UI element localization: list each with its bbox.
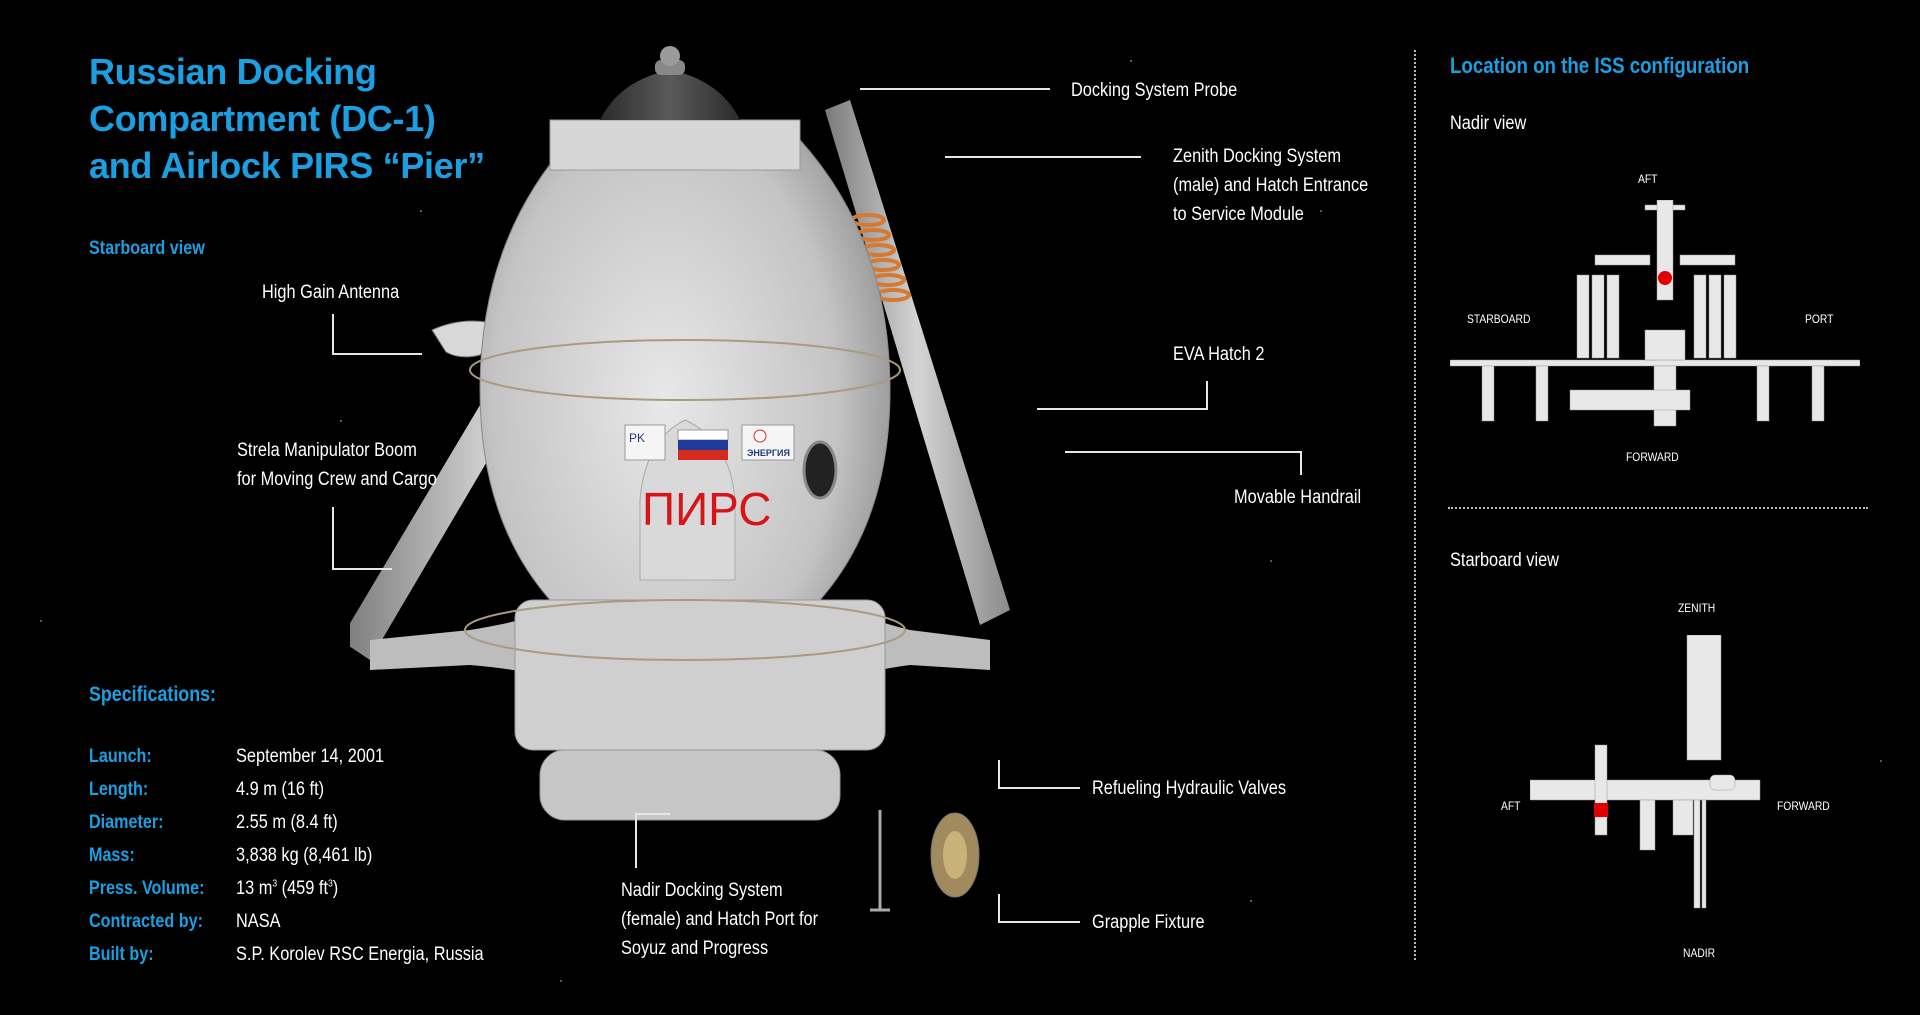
title-line-1: Russian Docking [89, 51, 377, 92]
pirs-location-marker [1658, 271, 1672, 285]
callout-zenith-docking-system: Zenith Docking System (male) and Hatch E… [1173, 146, 1369, 225]
callout-refueling-valves: Refueling Hydraulic Valves [1092, 778, 1287, 799]
callout-line-grapple-v [998, 894, 1000, 922]
svg-text:PK: PK [629, 431, 645, 445]
callout-nadir-docking-system: Nadir Docking System (female) and Hatch … [621, 880, 819, 959]
callout-docking-system-probe: Docking System Probe [1071, 80, 1238, 101]
star [160, 110, 162, 112]
star [340, 420, 342, 422]
starboard-view-label: Starboard view [1450, 550, 1559, 571]
iss-starboard-view-diagram [1530, 635, 1761, 909]
nadir-dir-starboard: STARBOARD [1467, 312, 1531, 326]
pirs-module-illustration: PK ЭНЕРГИЯ ПИРС [350, 46, 1010, 912]
spec-row-launch: Launch: September 14, 2001 [89, 745, 385, 767]
vertical-divider [1414, 50, 1416, 960]
callout-line-refuel-h [998, 787, 1080, 789]
star [560, 980, 562, 982]
star [1130, 60, 1132, 62]
location-heading: Location on the ISS configuration [1450, 53, 1750, 78]
star [1270, 560, 1272, 562]
callout-grapple-fixture: Grapple Fixture [1092, 912, 1205, 933]
spec-row-press-volume: Press. Volume: 13 m3 (459 ft3) [89, 877, 339, 899]
main-view-label: Starboard view [89, 238, 205, 259]
starboard-dir-zenith: ZENITH [1678, 601, 1716, 615]
callout-line-antenna-h [332, 353, 422, 355]
callout-high-gain-antenna: High Gain Antenna [262, 282, 400, 303]
callout-line-eva-v [1206, 381, 1208, 409]
iss-nadir-view-diagram [1450, 200, 1860, 427]
docking-probe-shape [600, 46, 740, 120]
nadir-dir-port: PORT [1805, 312, 1834, 326]
callout-line-eva-h [1037, 408, 1208, 410]
callout-line-probe [860, 88, 1050, 90]
callout-line-grapple-h [998, 921, 1080, 923]
title-line-2: Compartment (DC-1) [89, 98, 436, 139]
star [40, 620, 42, 622]
callout-line-strela-h [332, 568, 392, 570]
svg-text:ЭНЕРГИЯ: ЭНЕРГИЯ [747, 448, 790, 458]
spec-row-built-by: Built by: S.P. Korolev RSC Energia, Russ… [89, 943, 484, 965]
russian-flag [677, 429, 729, 460]
spec-row-diameter: Diameter: 2.55 m (8.4 ft) [89, 811, 338, 833]
nadir-dir-forward: FORWARD [1626, 450, 1679, 464]
starboard-dir-forward: FORWARD [1777, 799, 1830, 813]
star [1320, 210, 1322, 212]
page-title: Russian Docking Compartment (DC-1) and A… [89, 48, 609, 189]
title-line-3: and Airlock PIRS “Pier” [89, 145, 485, 186]
callout-line-zenith [945, 156, 1141, 158]
nadir-view-label: Nadir view [1450, 113, 1527, 134]
callout-line-handrail-h [1065, 451, 1302, 453]
horizontal-divider [1448, 507, 1868, 509]
callout-movable-handrail: Movable Handrail [1234, 487, 1362, 508]
nadir-dir-aft: AFT [1638, 172, 1658, 186]
spec-row-mass: Mass: 3,838 kg (8,461 lb) [89, 844, 373, 866]
callout-strela-boom: Strela Manipulator Boom for Moving Crew … [237, 440, 437, 490]
spec-row-contracted-by: Contracted by: NASA [89, 910, 281, 932]
callout-line-nadir-h [635, 813, 670, 815]
starboard-dir-nadir: NADIR [1683, 946, 1716, 960]
spec-row-length: Length: 4.9 m (16 ft) [89, 778, 325, 800]
star [420, 210, 422, 212]
callout-line-antenna-v [332, 314, 334, 354]
callout-line-refuel-v [998, 760, 1000, 788]
module-logos: PK ЭНЕРГИЯ [624, 424, 795, 461]
callout-eva-hatch-2: EVA Hatch 2 [1173, 344, 1265, 365]
star [1880, 760, 1882, 762]
cyrillic-pirs-text: ПИРС [642, 483, 772, 535]
specifications-heading: Specifications: [89, 683, 216, 706]
callout-line-nadir-v [635, 813, 637, 868]
starboard-dir-aft: AFT [1501, 799, 1521, 813]
star [1250, 900, 1252, 902]
specifications-table: Launch: September 14, 2001 Length: 4.9 m… [89, 740, 524, 971]
callout-line-handrail-v [1300, 451, 1302, 475]
callout-line-strela-v [332, 507, 334, 569]
pirs-location-marker [1594, 803, 1608, 817]
